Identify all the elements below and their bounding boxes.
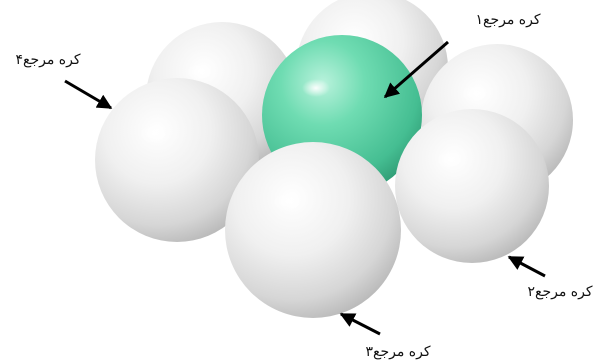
arrow-sphere-3 [339,312,381,336]
label-sphere-1: کره مرجع۱ [475,12,540,28]
reference-sphere-4 [95,78,259,242]
label-sphere-3: کره مرجع۳ [365,344,430,360]
arrow-sphere-1 [383,40,449,99]
label-sphere-4: کره مرجع۴ [15,52,80,68]
arrow-sphere-2 [507,255,546,278]
arrow-sphere-4 [64,79,113,110]
reference-sphere-3 [225,142,401,318]
label-sphere-2: کره مرجع۲ [527,284,592,300]
reference-sphere-2 [395,109,549,263]
